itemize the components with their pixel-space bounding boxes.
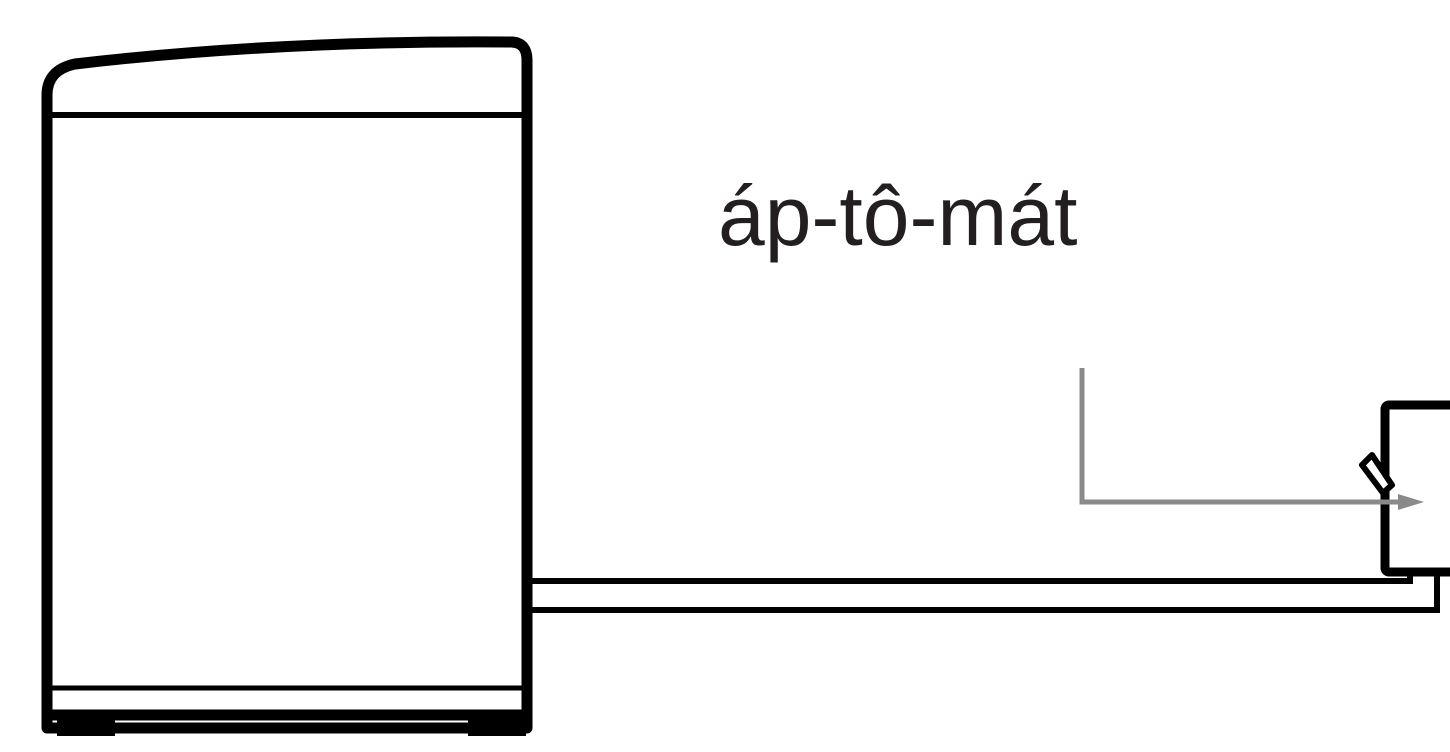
circuit-breaker-switch-lever — [1359, 452, 1395, 496]
washing-machine-foot-left — [57, 716, 115, 736]
power-cord-lower-wire — [531, 572, 1440, 613]
circuit-breaker-box — [1380, 400, 1450, 577]
power-cord-upper-wire — [531, 572, 1413, 584]
washing-machine — [41, 36, 533, 734]
pointer-arrowhead — [1398, 494, 1424, 510]
pointer-line — [1079, 368, 1400, 505]
breaker-label: áp-tô-mát — [718, 169, 1077, 263]
power-cord — [531, 572, 1440, 613]
washing-machine-foot-right — [468, 716, 526, 736]
washing-machine-body — [41, 36, 533, 734]
circuit-breaker — [1359, 400, 1450, 577]
